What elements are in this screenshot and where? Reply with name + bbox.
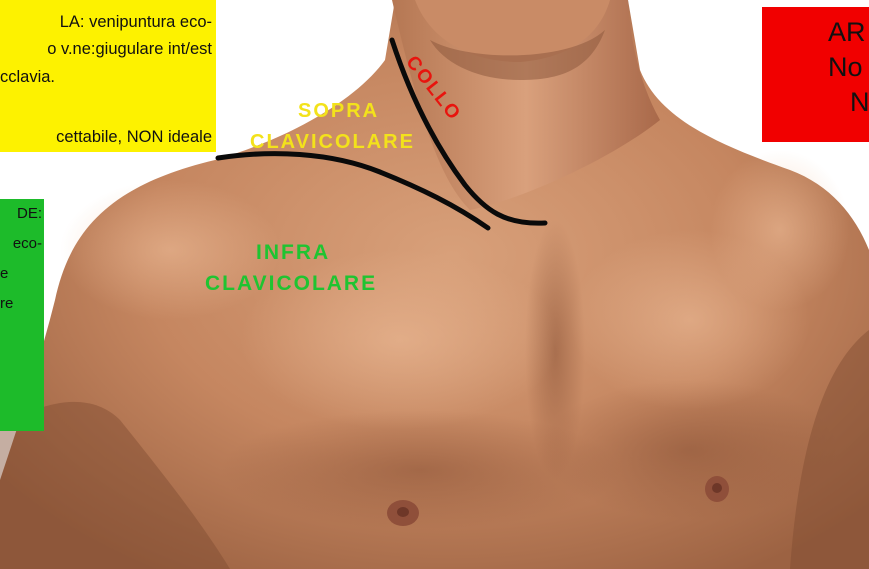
yellow-line-1: LA: venipuntura eco- — [60, 13, 212, 32]
green-line-4: re — [0, 295, 13, 312]
red-note-panel: AR No N — [762, 7, 869, 142]
yellow-line-3: cclavia. — [0, 68, 55, 87]
green-line-1: DE: — [17, 205, 42, 222]
right-nipple-center — [712, 483, 722, 493]
yellow-line-5: cettabile, NON ideale — [56, 128, 212, 147]
pec-highlight-right — [570, 230, 810, 410]
yellow-line-2: o v.ne:giugulare int/est — [47, 40, 212, 59]
shoulder-highlight — [60, 180, 280, 320]
sopra-label-line2: CLAVICOLARE — [250, 131, 415, 154]
green-line-3: e — [0, 265, 8, 282]
red-line-2: No — [828, 52, 863, 83]
left-nipple-center — [397, 507, 409, 517]
sopra-label-line1: SOPRA — [298, 100, 379, 123]
infra-label-line1: INFRA — [256, 241, 330, 265]
yellow-note-panel: LA: venipuntura eco- o v.ne:giugulare in… — [0, 0, 216, 152]
infra-label-line2: CLAVICOLARE — [205, 272, 377, 296]
red-line-3: N — [850, 87, 869, 118]
red-line-1: AR — [828, 17, 866, 48]
green-line-2: eco- — [13, 235, 42, 252]
green-note-panel: DE: eco- e re — [0, 199, 44, 431]
